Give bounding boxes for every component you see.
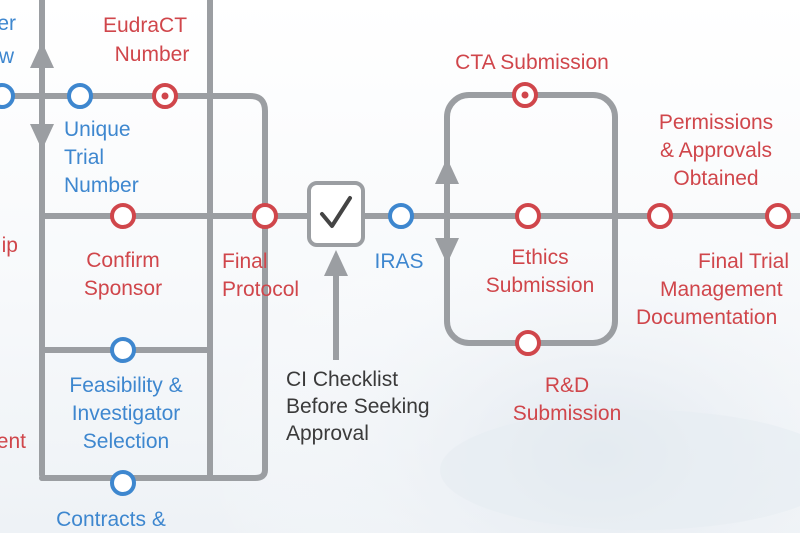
arrows: [30, 42, 459, 360]
cta-label: CTA Submission: [455, 51, 609, 74]
permissions-label-line3: Obtained: [673, 167, 758, 190]
rd-label-line2: Submission: [513, 402, 622, 425]
left-edge-node: [0, 83, 15, 109]
ethics-label-line1: Ethics: [511, 246, 568, 269]
checklist-pointer-arrow-icon: [324, 250, 348, 276]
left-label-bottom: ent: [0, 430, 26, 453]
up-arrow-icon: [30, 42, 54, 68]
final-trial-node: [765, 203, 791, 229]
final-protocol-label-line2: Protocol: [222, 278, 299, 301]
background-blur-shape: [440, 410, 800, 530]
permissions-label-line1: Permissions: [659, 111, 773, 134]
final-trial-label-line1: Final Trial: [698, 250, 789, 273]
permissions-label-line2: & Approvals: [660, 139, 772, 162]
unique-trial-label-line1: Unique: [64, 118, 131, 141]
loop-down-arrow-icon: [435, 238, 459, 264]
checklist-label-line1: CI Checklist: [286, 368, 398, 391]
blue-nodes: [0, 83, 414, 496]
feasibility-node: [110, 337, 136, 363]
rd-label-line1: R&D: [545, 374, 589, 397]
checklist-label-line3: Approval: [286, 422, 369, 445]
checklist-label-line2: Before Seeking: [286, 395, 430, 418]
cta-node: [512, 82, 538, 108]
confirm-sponsor-label-line2: Sponsor: [84, 277, 162, 300]
rd-node: [515, 330, 541, 356]
down-arrow-icon: [30, 124, 54, 150]
checkmark-icon: [320, 196, 352, 228]
unique-trial-label-line2: Trial: [64, 146, 104, 169]
top-route-line: [0, 93, 268, 481]
red-nodes: [110, 82, 791, 356]
ethics-node: [515, 203, 541, 229]
labels: er w ip ent EudraCT Number Unique Trial …: [0, 12, 789, 531]
checklist-box: [307, 181, 365, 247]
feasibility-label-line3: Selection: [83, 430, 169, 453]
contracts-label-line1: Contracts &: [56, 508, 166, 531]
iras-node: [388, 203, 414, 229]
confirm-sponsor-node: [110, 203, 136, 229]
feasibility-label-line2: Investigator: [72, 402, 181, 425]
left-label-mid: ip: [2, 234, 18, 257]
eudract-node: [152, 83, 178, 109]
unique-trial-label-line3: Number: [64, 174, 139, 197]
final-trial-label-line3: Documentation: [636, 306, 777, 329]
left-label-top-2: w: [0, 45, 15, 68]
final-protocol-label-line1: Final: [222, 250, 268, 273]
unique-trial-node: [67, 83, 93, 109]
feasibility-label-line1: Feasibility &: [69, 374, 182, 397]
permissions-node: [647, 203, 673, 229]
eudract-label-line2: Number: [115, 43, 190, 66]
ethics-label-line2: Submission: [486, 274, 595, 297]
left-label-top-1: er: [0, 12, 16, 35]
contracts-node: [110, 470, 136, 496]
confirm-sponsor-label-line1: Confirm: [86, 249, 160, 272]
final-protocol-node: [252, 203, 278, 229]
checklist-pointer-line: [333, 270, 339, 360]
iras-label: IRAS: [374, 250, 423, 273]
final-trial-label-line2: Management: [660, 278, 783, 301]
loop-up-arrow-icon: [435, 158, 459, 184]
eudract-label-line1: EudraCT: [103, 14, 187, 37]
